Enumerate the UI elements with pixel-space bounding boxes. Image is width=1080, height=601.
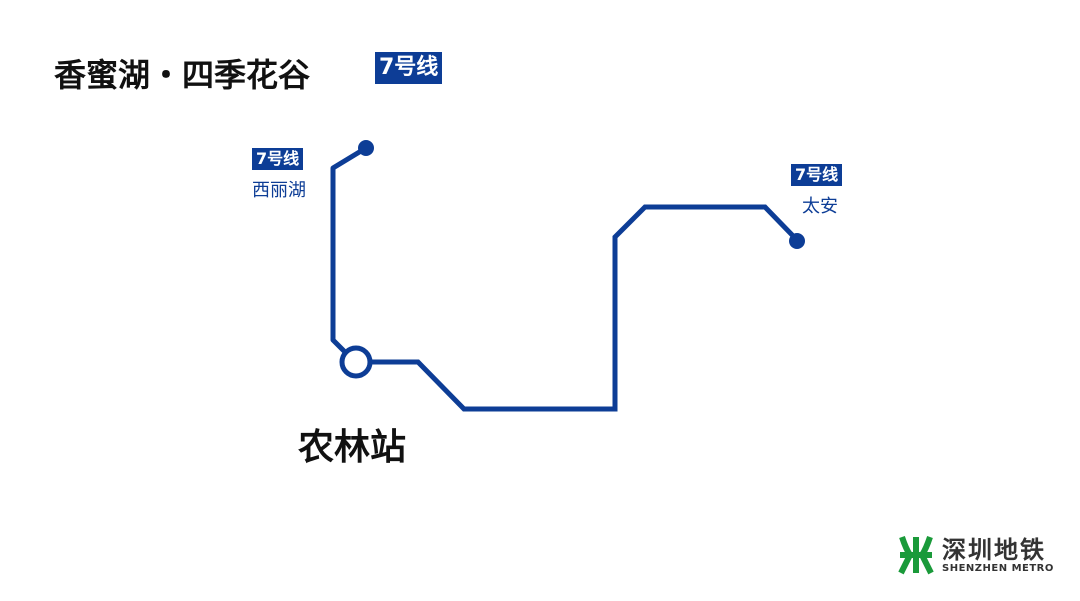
terminal-dot-east [789, 233, 805, 249]
terminal-dot-west [358, 140, 374, 156]
metro-logo-icon [898, 536, 934, 575]
page-title: 香蜜湖・四季花谷 [54, 56, 311, 94]
route-line [372, 204, 799, 412]
line-badge: 7号线 [375, 52, 443, 84]
east-station-name: 太安 [802, 196, 838, 217]
current-station-marker [339, 345, 373, 379]
east-line-badge: 7号线 [791, 164, 843, 186]
route-line [330, 145, 368, 356]
west-line-badge: 7号线 [252, 148, 304, 170]
shenzhen-metro-logo: 深圳地铁 SHENZHEN METRO [898, 535, 1054, 575]
logo-chinese: 深圳地铁 [942, 535, 1046, 564]
west-station-name: 西丽湖 [252, 180, 306, 201]
logo-english: SHENZHEN METRO [942, 562, 1054, 574]
current-station-name: 农林站 [298, 427, 407, 468]
